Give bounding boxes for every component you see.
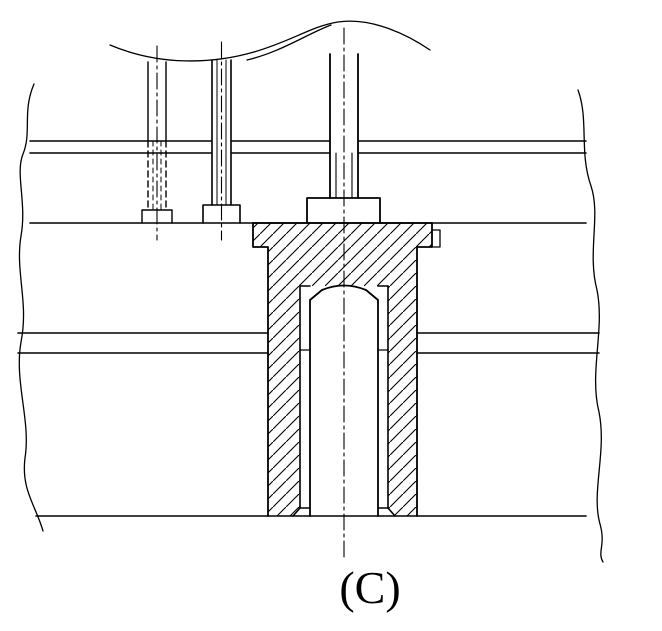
break-line-right	[577, 89, 604, 563]
break-line-left	[18, 83, 44, 532]
clamp-block	[252, 222, 441, 517]
dowel-pin-outer-lines	[211, 59, 232, 206]
break-line-top-2	[246, 24, 332, 61]
block-left-profile	[252, 222, 269, 517]
block-right-tab	[431, 229, 441, 248]
locating-pin-outer-lines	[329, 53, 359, 199]
locating-pin-inner-lines	[335, 152, 353, 199]
hidden-pin-dashed-outer	[147, 140, 167, 211]
hidden-pin-dashed-inner	[152, 140, 162, 211]
drawing-lines	[17, 20, 604, 563]
break-lines	[18, 20, 604, 563]
dowel-pin-inner-lines	[216, 59, 227, 206]
centerlines	[156, 27, 345, 559]
hidden-pin-upper-lines	[147, 61, 167, 142]
block-right-profile	[416, 222, 433, 517]
bore-walls	[299, 285, 389, 509]
hatched-region	[253, 223, 432, 516]
break-line-top	[109, 20, 431, 62]
section-hatching	[253, 223, 432, 516]
bore	[292, 285, 396, 517]
locating-pin	[306, 53, 381, 224]
upper-plate-edges	[29, 140, 587, 154]
figure-caption: (C)	[339, 562, 400, 613]
bore-bottom-chamfers	[292, 507, 396, 517]
